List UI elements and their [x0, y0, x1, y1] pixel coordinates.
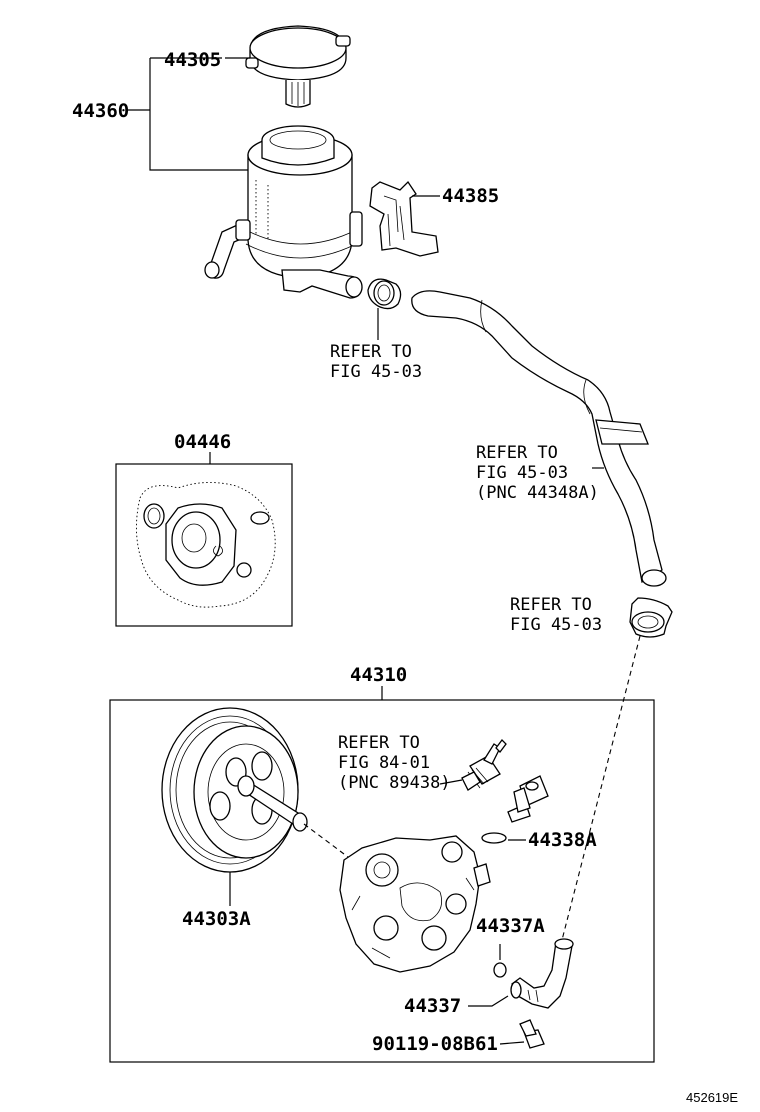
- pump-assy-box: [109, 686, 655, 1063]
- label-o-ring-top: 44338A: [528, 829, 597, 851]
- ref4-line1: REFER TO: [338, 733, 420, 753]
- label-cap: 44305: [164, 49, 221, 71]
- ref1-line2: FIG 45-03: [330, 362, 422, 382]
- label-bolt: 90119-08B61: [372, 1033, 498, 1055]
- label-gasket-kit: 04446: [174, 431, 231, 453]
- figure-id: 452619E: [686, 1090, 738, 1105]
- label-reservoir: 44360: [72, 100, 129, 122]
- ref3-line1: REFER TO: [510, 595, 592, 615]
- ref2-line3: (PNC 44348A): [476, 483, 599, 503]
- pressure-switch[interactable]: [461, 739, 507, 791]
- reservoir-bracket[interactable]: [369, 180, 439, 257]
- pump-body[interactable]: [339, 835, 491, 973]
- flow-control-valve[interactable]: [481, 775, 549, 844]
- o-ring-bottom[interactable]: [493, 962, 507, 978]
- reservoir-cap[interactable]: [245, 25, 351, 108]
- label-pulley: 44303A: [182, 908, 251, 930]
- label-union: 44337: [404, 995, 461, 1017]
- label-pump-assy: 44310: [350, 664, 407, 686]
- gasket-kit-box[interactable]: [115, 452, 293, 627]
- ref1-line1: REFER TO: [330, 342, 412, 362]
- union-fitting[interactable]: [510, 938, 574, 1009]
- label-bracket: 44385: [442, 185, 499, 207]
- ref2-line2: FIG 45-03: [476, 463, 568, 483]
- bolt[interactable]: [519, 1019, 545, 1049]
- ref2-line1: REFER TO: [476, 443, 558, 463]
- pulley[interactable]: [161, 707, 308, 873]
- label-o-ring-bottom: 44337A: [476, 915, 545, 937]
- ref4-line2: FIG 84-01: [338, 753, 430, 773]
- hose-clamp-lower[interactable]: [629, 597, 673, 638]
- hose-clamp-upper[interactable]: [367, 278, 402, 310]
- reservoir-tank[interactable]: [204, 125, 363, 299]
- suction-hose[interactable]: [411, 290, 667, 587]
- ref4-line3: (PNC 89438): [338, 773, 451, 793]
- ref3-line2: FIG 45-03: [510, 615, 602, 635]
